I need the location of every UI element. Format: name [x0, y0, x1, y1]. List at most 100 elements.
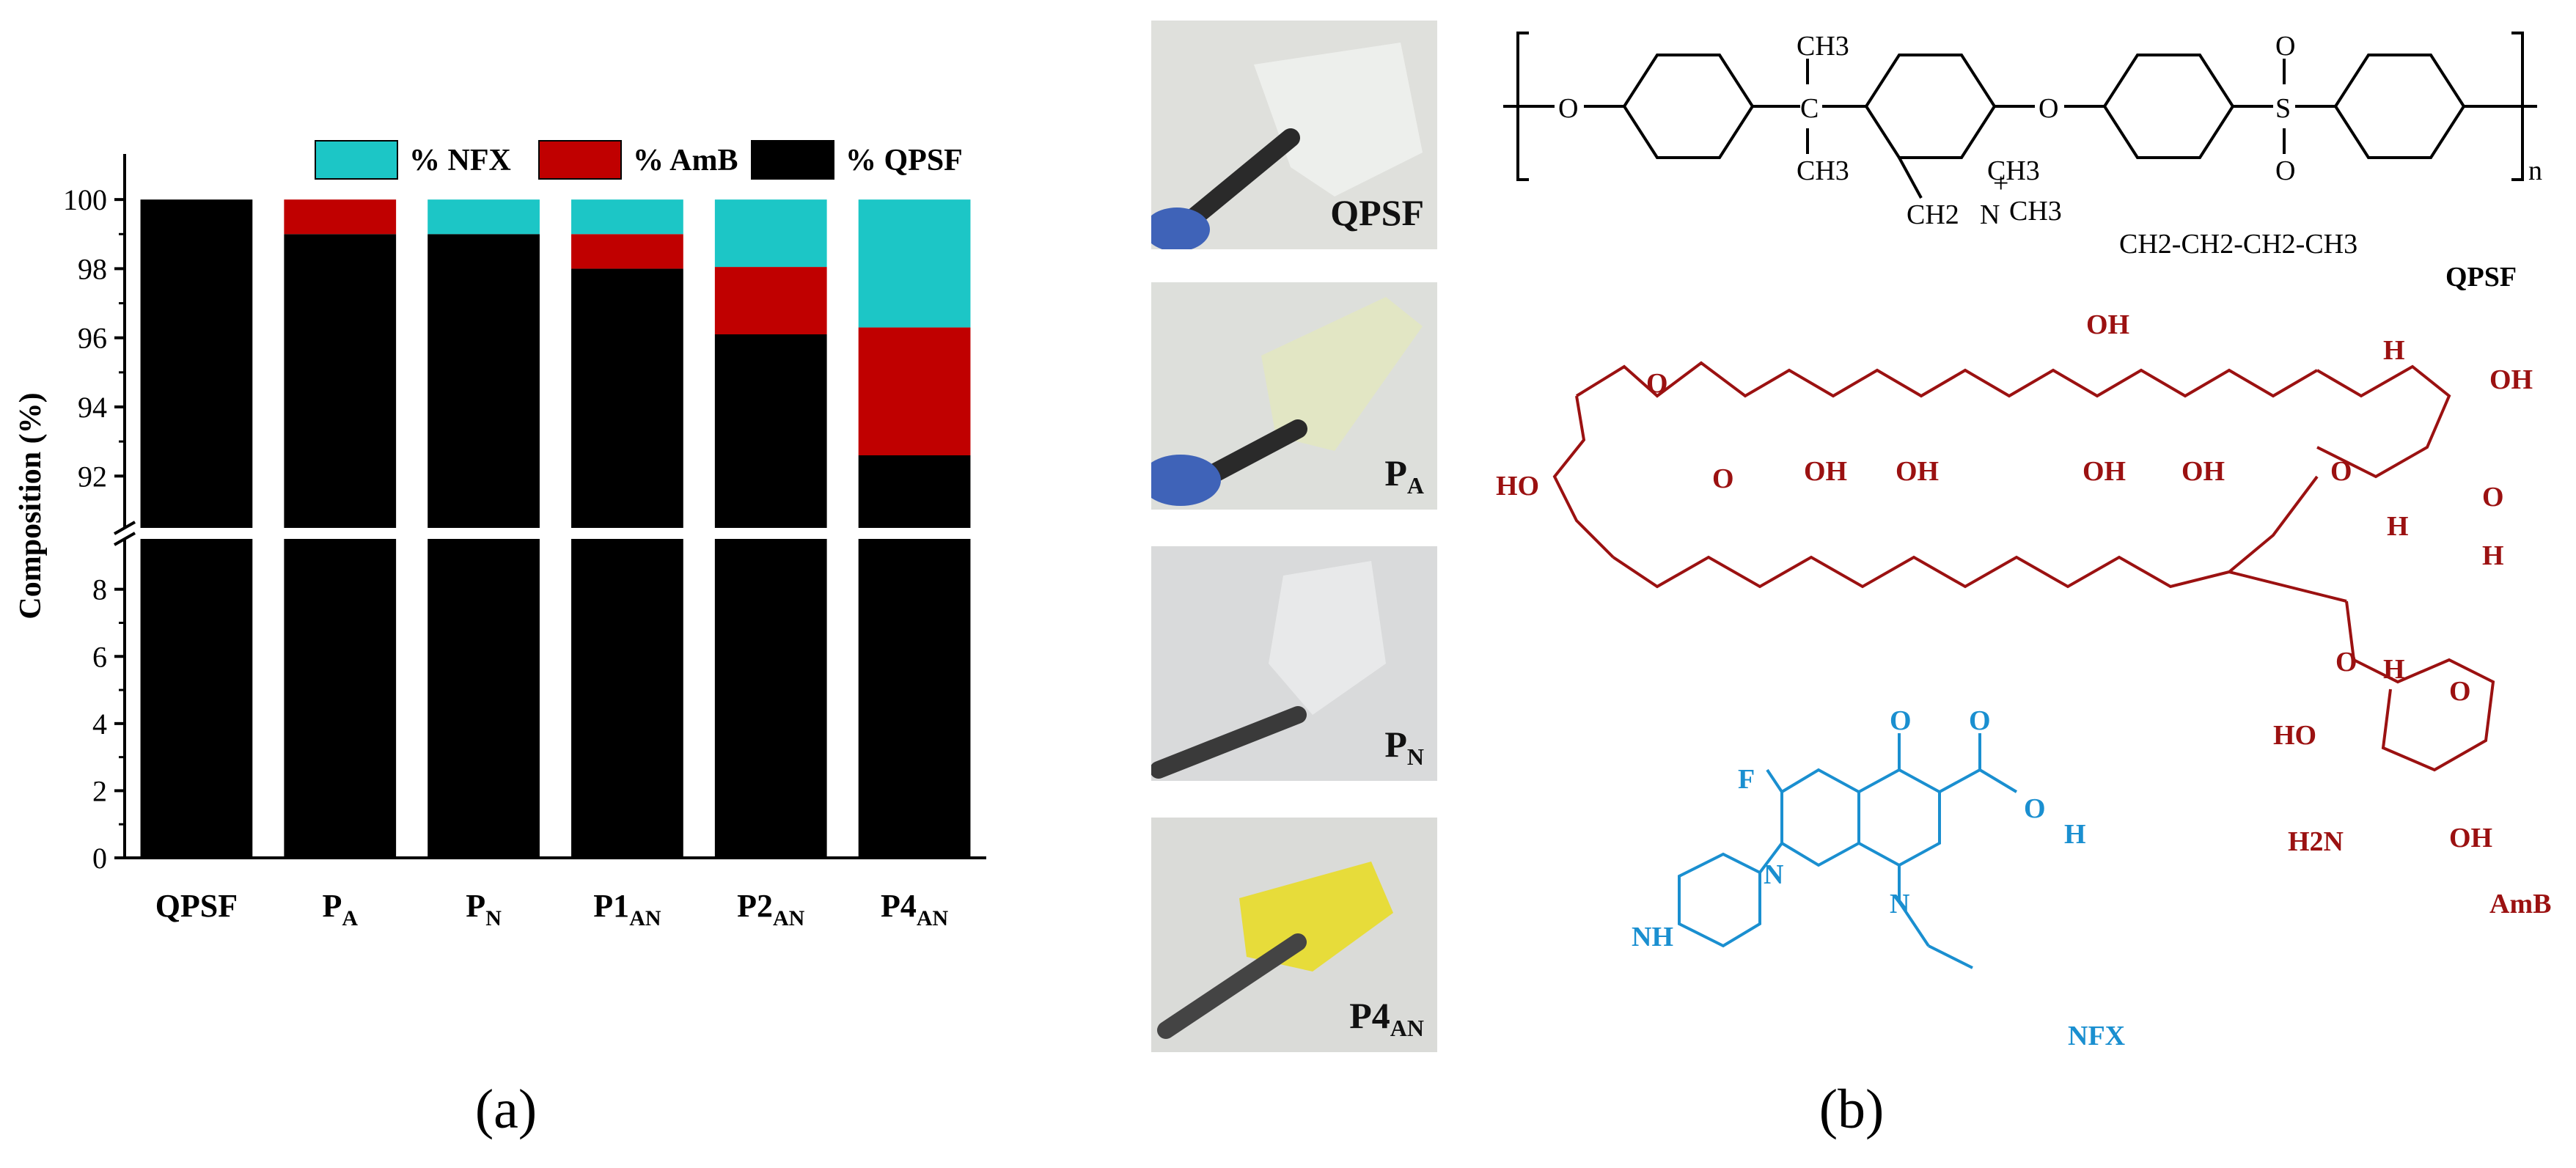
- y-tick-label: 96: [78, 322, 107, 355]
- membrane-film-shape: [1269, 561, 1386, 715]
- atom-label: H: [2064, 819, 2086, 850]
- membrane-photo-image: [1151, 546, 1437, 781]
- photo-qpsf: QPSF: [1151, 21, 1437, 249]
- bar-segment-lower: [428, 539, 540, 858]
- membrane-photo-image: [1151, 282, 1437, 510]
- bar-segment: [858, 199, 971, 328]
- atom-label: OH: [2086, 309, 2129, 340]
- bar-segment: [714, 199, 827, 268]
- atom-label: +: [1993, 168, 2008, 199]
- caption-b: (b): [1819, 1079, 1885, 1140]
- atom-label: O: [2330, 456, 2352, 487]
- atom-label: O: [1558, 93, 1578, 124]
- atom-label: O: [2335, 647, 2357, 677]
- x-tick-label-subscript: AN: [773, 906, 805, 930]
- atom-label: O: [2275, 155, 2295, 186]
- nfx-labels: F O O O H N N NH NFX: [1632, 705, 2125, 1051]
- atom-label: N: [1764, 859, 1783, 890]
- bar-segment: [284, 234, 397, 528]
- x-tick-label-subscript: AN: [629, 906, 661, 930]
- atom-label: O: [1890, 705, 1912, 736]
- atom-label: CH3: [1797, 155, 1849, 186]
- structure-name: QPSF: [2445, 262, 2517, 293]
- nfx-structure: [1678, 733, 2018, 969]
- atom-label: H: [2383, 335, 2405, 366]
- axis-break-mark: [114, 521, 136, 535]
- bar-segment: [571, 234, 683, 269]
- atom-label: CH2: [1907, 199, 1959, 230]
- bar-segment: [428, 199, 540, 235]
- atom-label: OH: [2489, 364, 2533, 395]
- bar-segment-lower: [140, 539, 253, 858]
- atom-label: n: [2528, 155, 2542, 186]
- atom-label: CH3: [1797, 31, 1849, 62]
- atom-label: O: [1712, 463, 1734, 494]
- photo-label: PN: [1384, 724, 1424, 770]
- bar-segment: [714, 267, 827, 334]
- structure-name: AmB: [2489, 889, 2551, 919]
- qpsf-structure: [1503, 32, 2537, 199]
- photo-label: QPSF: [1330, 192, 1424, 233]
- atom-label: O: [1646, 368, 1668, 399]
- bar-segment: [858, 455, 971, 528]
- atom-label: O: [2024, 793, 2046, 824]
- atom-label: CH3: [1987, 155, 2040, 186]
- membrane-photo-image: [1151, 21, 1437, 249]
- bar-segment: [858, 327, 971, 455]
- bar-segment: [428, 234, 540, 528]
- atom-label: C: [1800, 93, 1819, 124]
- atom-label: H: [2387, 511, 2409, 542]
- atom-label: O: [2275, 31, 2295, 62]
- y-tick-label: 92: [78, 460, 107, 493]
- bar-segment: [140, 199, 253, 528]
- atom-label: OH: [1804, 456, 1847, 487]
- bar-segment-lower: [858, 539, 971, 858]
- y-tick-label: 98: [78, 252, 107, 285]
- bar-segment-lower: [571, 539, 683, 858]
- y-tick-label: 6: [92, 640, 107, 673]
- y-tick-label: 100: [63, 183, 107, 216]
- legend-label: % AmB: [633, 144, 738, 177]
- caption-a: (a): [474, 1079, 537, 1140]
- atom-label: CH2-CH2-CH2-CH3: [2119, 229, 2357, 260]
- photo-p4an: P4AN: [1151, 818, 1437, 1052]
- atom-label: N: [1890, 889, 1909, 919]
- legend-swatch: [751, 140, 834, 180]
- membrane-film-shape: [1254, 43, 1423, 196]
- atom-label: CH3: [2009, 196, 2062, 227]
- atom-label: HO: [1496, 471, 1539, 502]
- membrane-film-shape: [1239, 862, 1393, 972]
- bar-segment: [571, 199, 683, 235]
- structure-name: NFX: [2068, 1021, 2125, 1051]
- atom-label: O: [2482, 482, 2504, 513]
- atom-label: OH: [2181, 456, 2225, 487]
- atom-label: F: [1738, 764, 1755, 795]
- y-tick-label: 2: [92, 774, 107, 807]
- x-tick-label: QPSF: [155, 888, 238, 924]
- atom-label: S: [2275, 93, 2291, 124]
- photo-label: P4AN: [1349, 995, 1424, 1041]
- bar-segment: [284, 199, 397, 235]
- bar-segment: [571, 268, 683, 528]
- atom-label: OH: [1896, 456, 1939, 487]
- legend-label: % NFX: [409, 144, 511, 177]
- atom-label: H: [2383, 654, 2405, 685]
- bar-segment-lower: [284, 539, 397, 858]
- atom-label: NH: [1632, 922, 1673, 952]
- x-tick-label-subscript: A: [342, 906, 358, 930]
- legend-swatch: [315, 140, 398, 180]
- y-tick-label: 8: [92, 573, 107, 606]
- legend-label: % QPSF: [845, 144, 963, 177]
- y-tick-label: 94: [78, 391, 107, 424]
- y-tick-label: 0: [92, 842, 107, 875]
- x-tick-label-subscript: N: [485, 906, 502, 930]
- photo-label: PA: [1384, 452, 1424, 499]
- x-tick-label-subscript: AN: [917, 906, 949, 930]
- y-tick-label: 4: [92, 708, 107, 741]
- atom-label: OH: [2449, 823, 2492, 853]
- atom-label: O: [2039, 93, 2058, 124]
- photo-pa: PA: [1151, 282, 1437, 510]
- atom-label: HO: [2273, 720, 2316, 751]
